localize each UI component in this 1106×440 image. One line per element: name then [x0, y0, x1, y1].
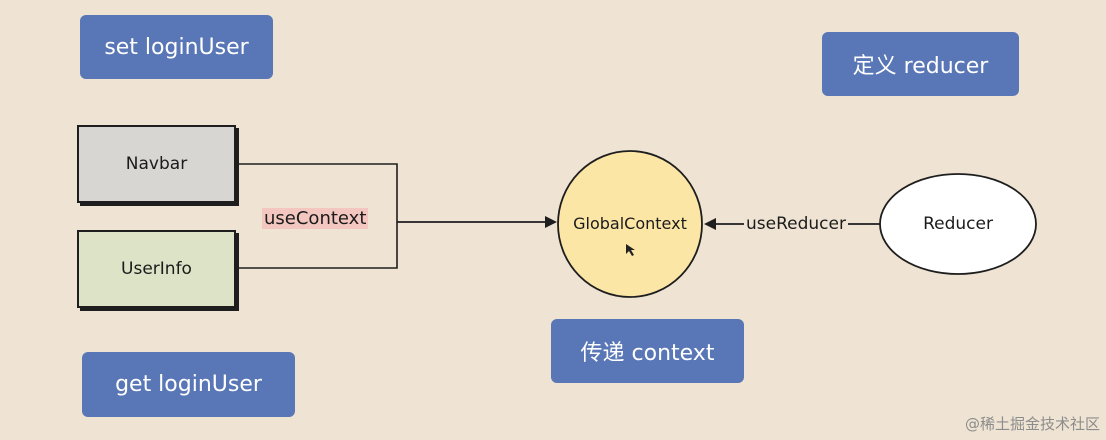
userinfo-connector	[236, 222, 398, 269]
global-context-label: GlobalContext	[573, 214, 687, 233]
watermark: @稀土掘金技术社区	[964, 415, 1100, 433]
use-context-label: useContext	[262, 208, 369, 229]
navbar-label: Navbar	[125, 154, 188, 174]
navbar-connector	[236, 163, 398, 222]
define-reducer-tag: 定义 reducer	[822, 32, 1019, 96]
userinfo-label: UserInfo	[121, 259, 192, 279]
global-context-node-shape	[557, 150, 703, 298]
use-reducer-label: useReducer	[744, 214, 848, 234]
navbar-node: Navbar	[77, 125, 236, 203]
userinfo-node: UserInfo	[77, 230, 236, 308]
set-login-user-tag: set loginUser	[80, 15, 273, 79]
pass-context-tag: 传递 context	[551, 319, 744, 383]
cursor-icon	[626, 244, 635, 256]
reducer-label: Reducer	[923, 214, 993, 234]
reducer-node-shape	[879, 173, 1037, 275]
get-login-user-tag: get loginUser	[82, 352, 295, 417]
